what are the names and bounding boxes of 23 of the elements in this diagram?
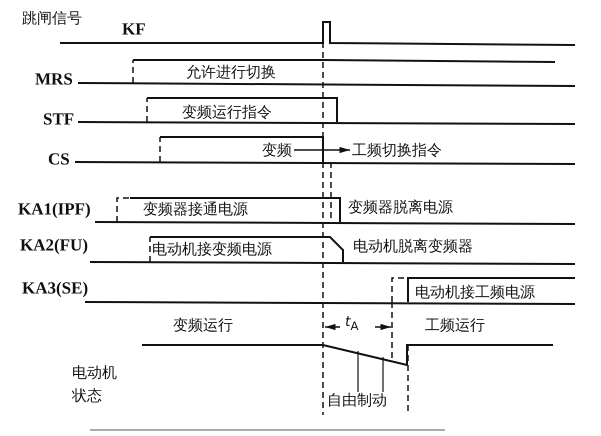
signal-label: 变频运行指令	[182, 104, 272, 120]
signal-name: CS	[48, 150, 70, 170]
signal-label: 电动机脱离变频器	[353, 238, 473, 254]
signal-label: 变频器脱离电源	[348, 198, 453, 216]
label-text: 电动机状态	[72, 362, 117, 406]
signal-label: 变频	[262, 142, 292, 158]
state-label: 工频运行	[425, 316, 485, 334]
signal-label: 变频器接通电源	[143, 200, 248, 218]
label-text: 跳闸信号	[22, 10, 82, 26]
state-label: 变频运行	[173, 316, 233, 334]
signal-name: MRS	[35, 70, 73, 90]
signal-name: KA3(SE)	[22, 280, 88, 298]
signal-label: 工频切换指令	[352, 142, 442, 158]
state-label: 自由制动	[327, 392, 387, 408]
signal-name: KA1(IPF)	[18, 200, 91, 220]
signal-name: KA2(FU)	[20, 236, 88, 256]
signal-name: KF	[122, 20, 146, 40]
signal-label: 电动机接工频电源	[415, 284, 535, 300]
arrow	[294, 146, 350, 154]
time-symbol: t$_{A}$	[345, 315, 358, 333]
signal-label: 电动机接变频电源	[152, 240, 272, 258]
signal-name: STF	[43, 110, 74, 130]
signal-label: 允许进行切换	[186, 64, 276, 80]
